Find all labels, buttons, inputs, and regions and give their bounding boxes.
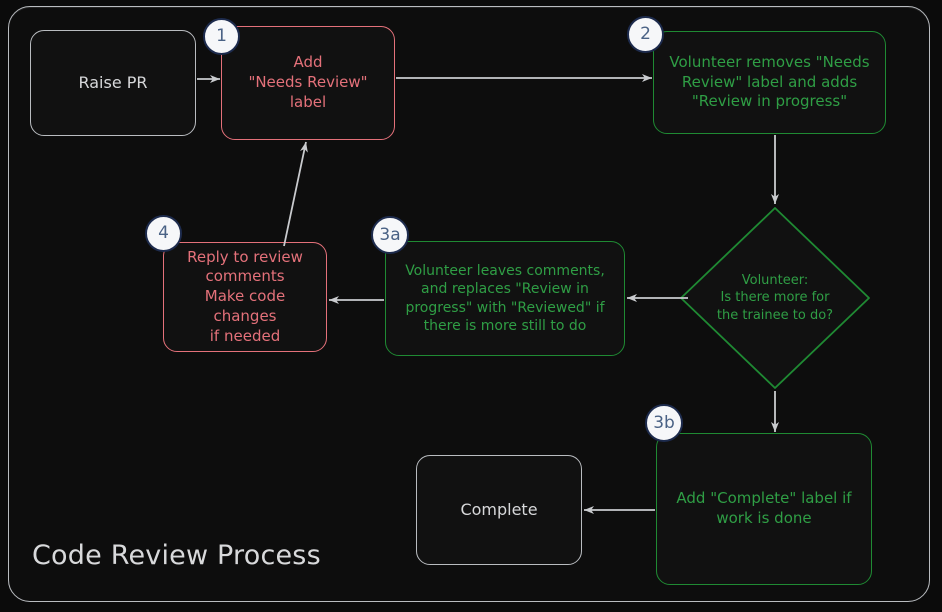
step-badge-1[interactable]: 1 [203, 18, 240, 55]
node-decision-more-work[interactable]: Volunteer: Is there more for the trainee… [678, 205, 872, 391]
node-add-complete-label[interactable]: Add "Complete" label if work is done [656, 433, 872, 585]
node-volunteer-removes-label[interactable]: Volunteer removes "Needs Review" label a… [653, 31, 886, 134]
step-badge-3b[interactable]: 3b [645, 404, 683, 442]
node-complete[interactable]: Complete [416, 455, 582, 565]
node-add-needs-review-label[interactable]: Add "Needs Review" label [221, 26, 395, 140]
diamond-shape [680, 207, 870, 389]
step-badge-3a[interactable]: 3a [371, 216, 409, 254]
node-reply-to-review-comments[interactable]: Reply to review comments Make code chang… [163, 242, 327, 352]
step-badge-4[interactable]: 4 [145, 215, 182, 252]
step-badge-2[interactable]: 2 [627, 16, 664, 53]
node-volunteer-leaves-comments[interactable]: Volunteer leaves comments, and replaces … [385, 241, 625, 356]
node-raise-pr[interactable]: Raise PR [30, 30, 196, 136]
diagram-title: Code Review Process [32, 540, 321, 571]
